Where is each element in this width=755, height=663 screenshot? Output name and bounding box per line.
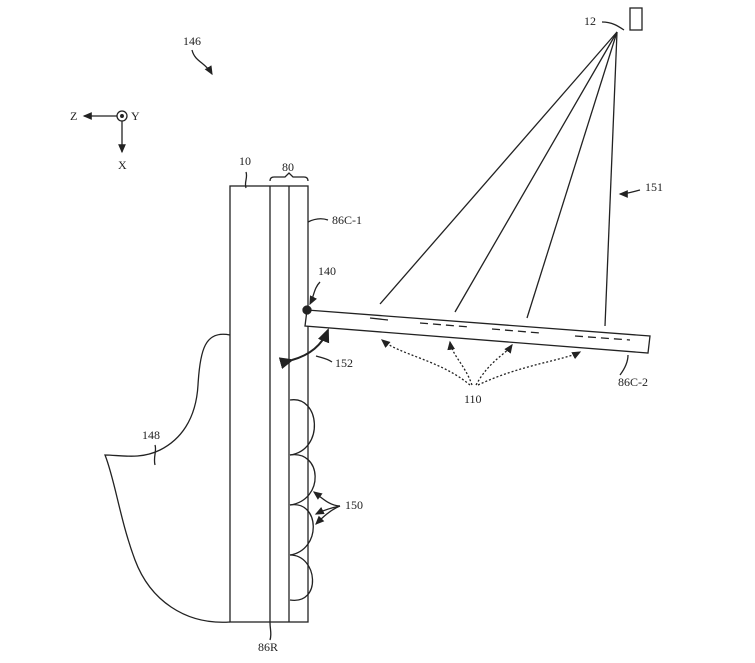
label-axis-z: Z	[70, 109, 78, 123]
label-12: 12	[584, 14, 596, 28]
brace-80	[269, 172, 309, 182]
leader-12	[601, 21, 625, 31]
leaders-110	[381, 339, 582, 386]
label-86C-1: 86C-1	[332, 213, 362, 227]
axis-indicator	[82, 110, 128, 154]
cover-panel-86C-2	[304, 309, 651, 354]
leader-86R	[269, 621, 272, 641]
label-110: 110	[464, 392, 482, 406]
leader-152	[315, 355, 333, 363]
label-axis-x: X	[118, 158, 127, 172]
leader-10	[244, 171, 248, 189]
label-152: 152	[335, 356, 353, 370]
device-10	[229, 185, 309, 623]
hinge-dot	[302, 305, 312, 315]
leader-146	[191, 49, 213, 76]
label-151: 151	[645, 180, 663, 194]
label-86C-2: 86C-2	[618, 375, 648, 389]
leader-86C-2	[619, 354, 629, 376]
label-86R: 86R	[258, 640, 279, 654]
label-80: 80	[282, 160, 294, 174]
hand-148	[104, 333, 341, 623]
rotation-arrow-152	[278, 328, 330, 369]
leader-140	[309, 281, 321, 306]
label-10: 10	[239, 154, 251, 168]
leader-86C-1	[307, 218, 329, 223]
light-rays	[379, 31, 618, 327]
label-148: 148	[142, 428, 160, 442]
light-source-12	[629, 7, 643, 31]
leader-151	[618, 189, 641, 198]
label-150: 150	[345, 498, 363, 512]
label-140: 140	[318, 264, 336, 278]
label-axis-y: Y	[131, 109, 140, 123]
label-146: 146	[183, 34, 201, 48]
